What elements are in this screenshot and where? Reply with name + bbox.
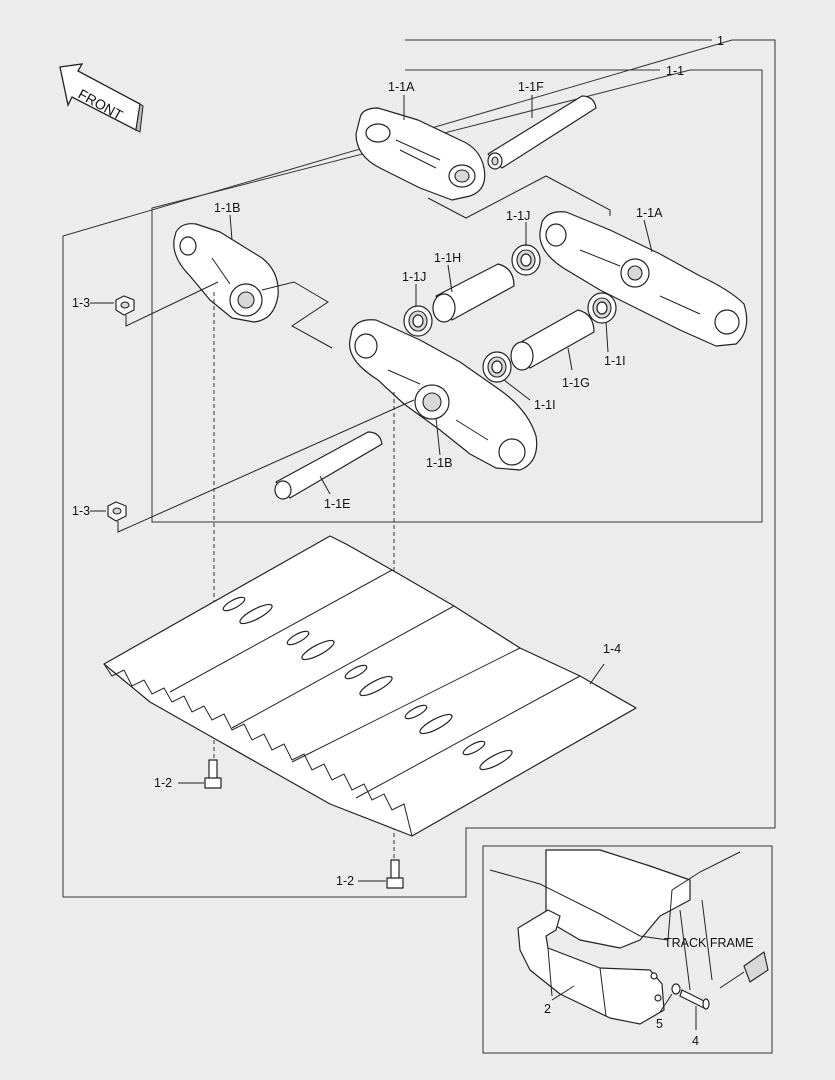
callout-5: 5 (656, 1017, 663, 1031)
seal-1-1i-center (482, 351, 512, 383)
link-1-1a-right (539, 211, 748, 347)
front-arrow: FRONT (59, 63, 144, 133)
callout-1: 1 (717, 34, 724, 48)
link-1-1b-center (348, 319, 538, 471)
seal-1-1j-lower (403, 305, 433, 337)
callout-1-1h: 1-1H (434, 251, 461, 265)
callout-1-1i-right: 1-1I (604, 354, 626, 368)
assembly-1-frame (62, 39, 776, 898)
bolt-1-2-left (204, 759, 222, 789)
callout-1-1a-top: 1-1A (388, 80, 415, 94)
leader-nut-upper (125, 281, 219, 327)
link-1-1a-top (355, 107, 486, 201)
leader-1-1f-join (427, 175, 611, 219)
bushing-1-1g (510, 309, 595, 371)
callout-1-3-lower: 1-3 (72, 504, 90, 518)
callout-1-2-bottom: 1-2 (336, 874, 354, 888)
callout-1-3-upper: 1-3 (72, 296, 90, 310)
assembly-1-1-frame (151, 69, 763, 523)
callout-1-1b-left: 1-1B (214, 201, 240, 215)
callout-1-1j-lower: 1-1J (402, 270, 426, 284)
bushing-1-1h (432, 263, 515, 323)
link-1-1b-left (173, 223, 279, 323)
callout-1-1e: 1-1E (324, 497, 350, 511)
callout-1-1f: 1-1F (518, 80, 544, 94)
nut-1-3-upper (115, 295, 135, 316)
guard-2 (517, 909, 665, 1025)
inset-box (482, 845, 773, 1054)
callout-1-1b-center: 1-1B (426, 456, 452, 470)
washer-5 (671, 983, 681, 995)
seal-1-1j-upper (511, 244, 541, 276)
callout-2: 2 (544, 1002, 551, 1016)
leader-lines (90, 95, 745, 1030)
pin-1-1e (274, 431, 383, 500)
nut-1-3-lower (107, 501, 127, 522)
callout-1-1a-right: 1-1A (636, 206, 663, 220)
bolt-4 (679, 989, 710, 1010)
callout-1-1g: 1-1G (562, 376, 590, 390)
pin-1-1f (487, 95, 597, 170)
callout-1-4: 1-4 (603, 642, 621, 656)
track-frame-drawing (489, 849, 769, 991)
callout-1-1j-upper: 1-1J (506, 209, 530, 223)
track-frame-label: TRACK FRAME (664, 936, 754, 950)
callout-1-1i-center: 1-1I (534, 398, 556, 412)
leader-1-1b-link-join (261, 281, 333, 349)
track-shoes-1-4 (103, 535, 637, 837)
callout-1-1: 1-1 (666, 64, 684, 78)
shoe-bolt-slots (222, 596, 513, 771)
callout-1-2-left: 1-2 (154, 776, 172, 790)
bolt-1-2-bottom (386, 859, 404, 889)
seal-1-1i-right (587, 292, 617, 324)
leader-nut-lower (117, 399, 415, 533)
callout-4: 4 (692, 1034, 699, 1048)
